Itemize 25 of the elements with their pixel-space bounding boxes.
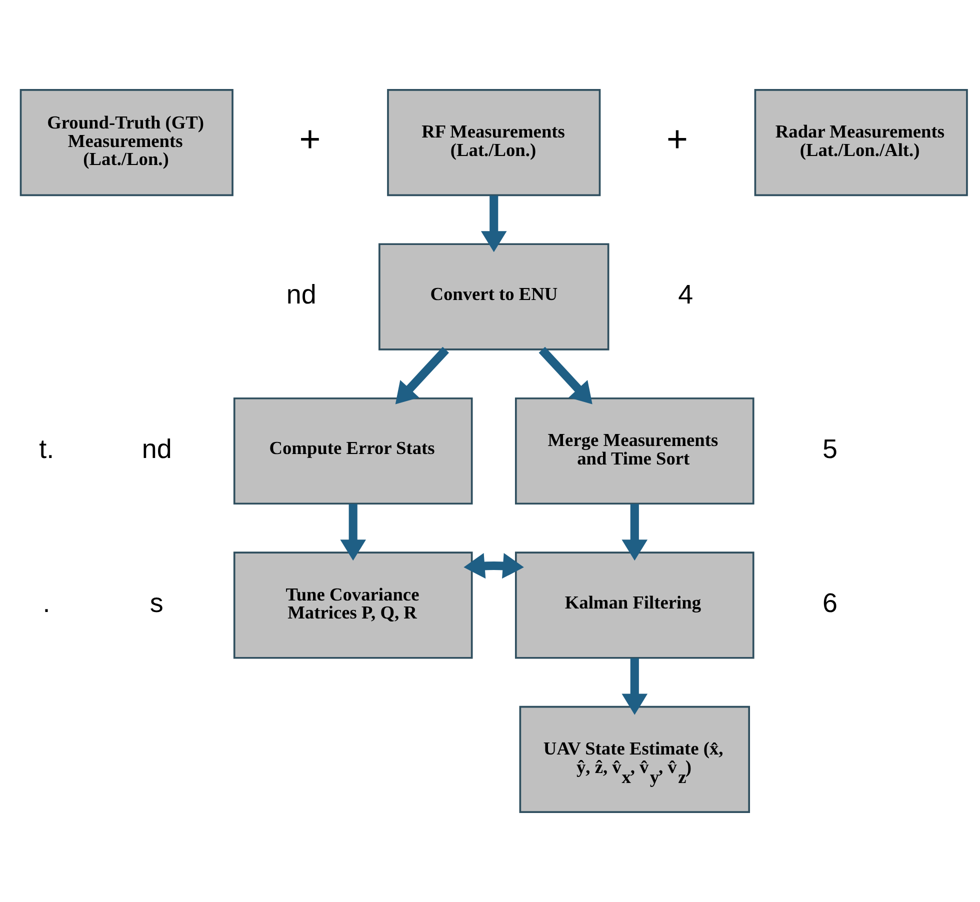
label: t. [38,434,54,464]
node-box: RF Measurements (Lat./Lon.) [386,88,600,196]
arrow [621,658,648,715]
label: nd [286,280,316,310]
node-box: Tune Covariance Matrices P, Q, R [232,552,472,659]
arrow [480,196,506,252]
label: 5 [822,434,837,464]
label: + [666,118,688,160]
label: s [149,588,163,618]
arrow [340,504,366,561]
node-box: Kalman Filtering [514,552,754,659]
arrow [463,552,524,579]
node-box: Compute Error Stats [232,397,472,505]
node-box: Radar Measurements (Lat./Lon./Alt.) [754,88,968,196]
label: + [298,118,320,160]
arrow [538,346,592,404]
node-box: Ground-Truth (GT) Measurements (Lat./Lon.) [19,88,233,196]
arrow [621,504,648,561]
arrow [394,346,448,404]
node-box: Convert to ENU [378,243,609,350]
label: 4 [678,280,693,310]
label: . [42,588,50,618]
label: 6 [822,588,837,618]
node-box: Merge Measurements and Time Sort [514,397,754,505]
label: nd [141,434,172,464]
